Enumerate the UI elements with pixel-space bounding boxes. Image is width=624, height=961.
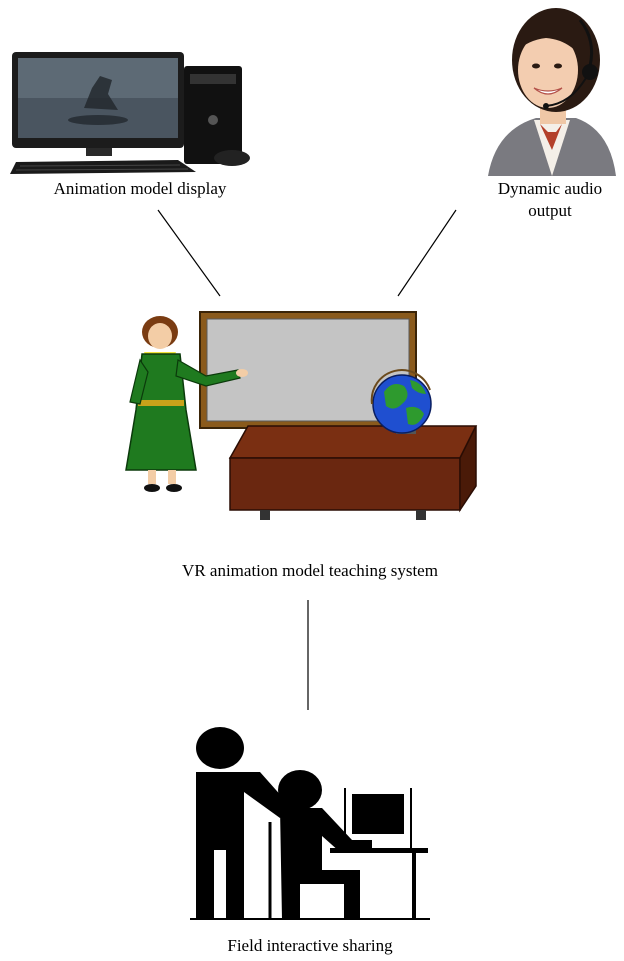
field-interactive-sharing-label: Field interactive sharing — [227, 936, 393, 955]
headset-operator-icon — [488, 8, 616, 176]
teacher-classroom-icon — [125, 311, 478, 520]
connector-audio-to-vr — [397, 209, 457, 297]
teacher-student-computer-icon — [190, 727, 430, 920]
dynamic-audio-output-label: Dynamic audio output — [497, 179, 603, 220]
animation-model-display-label: Animation model display — [53, 179, 227, 198]
connector-animation-to-vr — [157, 209, 221, 297]
vr-teaching-system-label: VR animation model teaching system — [182, 561, 438, 580]
desktop-computer-icon — [10, 52, 250, 174]
